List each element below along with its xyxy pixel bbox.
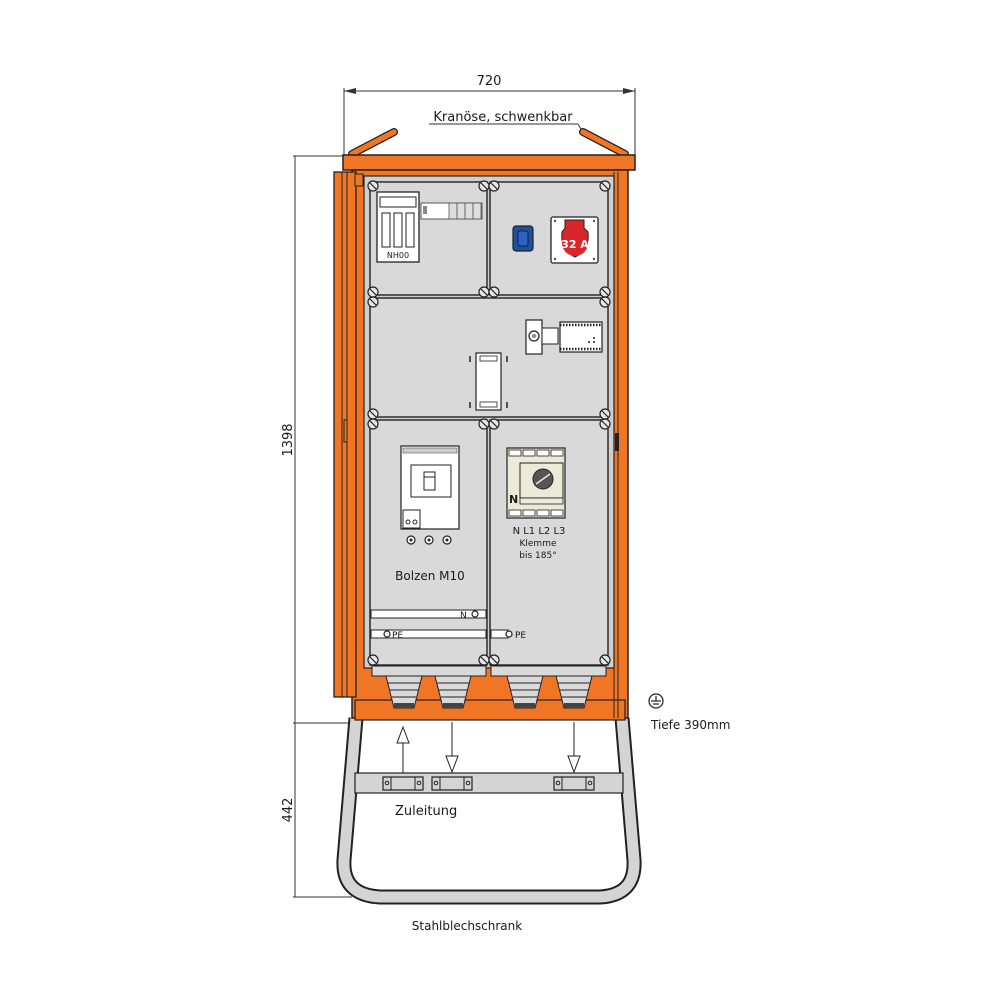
neutral-bar-label: N bbox=[460, 611, 467, 621]
depth-label: Tiefe 390mm bbox=[650, 718, 730, 732]
base-height-value: 442 bbox=[281, 798, 296, 823]
panel-bottom-left: Bolzen M10 N PE bbox=[367, 418, 490, 666]
pe-bar-right: PE bbox=[490, 629, 526, 641]
supply-label: Zuleitung bbox=[395, 804, 457, 819]
terminal-line2: bis 185° bbox=[519, 551, 556, 561]
height-dimension-base: 442 bbox=[281, 723, 352, 898]
outlet-arrow-down bbox=[445, 722, 459, 774]
panel-middle bbox=[367, 296, 611, 420]
cee-32a-socket: 32 A bbox=[550, 216, 599, 264]
din-rail-modules bbox=[420, 202, 483, 220]
supply-arrow-up bbox=[396, 725, 410, 773]
pe-right-label: PE bbox=[515, 631, 526, 641]
schuko-socket bbox=[512, 225, 534, 252]
crane-eye-right bbox=[579, 128, 629, 158]
crane-eye-label: Kranöse, schwenkbar bbox=[433, 110, 573, 125]
width-dimension: 720 bbox=[343, 74, 636, 160]
base-frame: Zuleitung bbox=[336, 717, 642, 905]
cabinet-height-value: 1398 bbox=[281, 423, 296, 456]
height-dimension-cabinet: 1398 bbox=[281, 155, 352, 724]
panel-top-right: 32 A bbox=[488, 180, 611, 298]
outlet-arrow-down bbox=[567, 722, 581, 774]
terminal-phases-label: N L1 L2 L3 bbox=[513, 526, 566, 537]
circuit-breaker bbox=[400, 445, 460, 545]
nh00-label: NH00 bbox=[387, 251, 409, 260]
load-break-switch: N bbox=[506, 447, 566, 519]
cable-gland bbox=[555, 675, 593, 709]
cable-gland bbox=[506, 675, 544, 709]
panel-bottom-right: N N L1 L2 L3 Klemme bis 185° PE bbox=[488, 418, 611, 666]
caption: Stahlblechschrank bbox=[412, 919, 523, 933]
bolt-label: Bolzen M10 bbox=[395, 569, 465, 583]
terminal-line1: Klemme bbox=[519, 539, 556, 549]
switch-n-label: N bbox=[509, 493, 518, 506]
earth-icon bbox=[648, 693, 664, 709]
cable-gland-plate bbox=[371, 665, 607, 709]
pe-left-label: PE bbox=[392, 631, 403, 641]
control-module bbox=[525, 319, 603, 355]
cable-clamp bbox=[431, 776, 473, 791]
cable-gland bbox=[385, 675, 423, 709]
contactor bbox=[469, 352, 508, 411]
panel-top-left: NH00 bbox=[367, 180, 490, 298]
width-value: 720 bbox=[477, 74, 502, 89]
cable-gland bbox=[434, 675, 472, 709]
crane-eye-left bbox=[348, 128, 398, 158]
pe-bar-left: PE bbox=[370, 629, 487, 641]
nh00-fuse-switch: NH00 bbox=[376, 191, 420, 263]
neutral-bar: N bbox=[370, 609, 487, 621]
cable-clamp bbox=[382, 776, 424, 791]
cee-label: 32 A bbox=[561, 238, 589, 251]
cable-clamp bbox=[553, 776, 595, 791]
